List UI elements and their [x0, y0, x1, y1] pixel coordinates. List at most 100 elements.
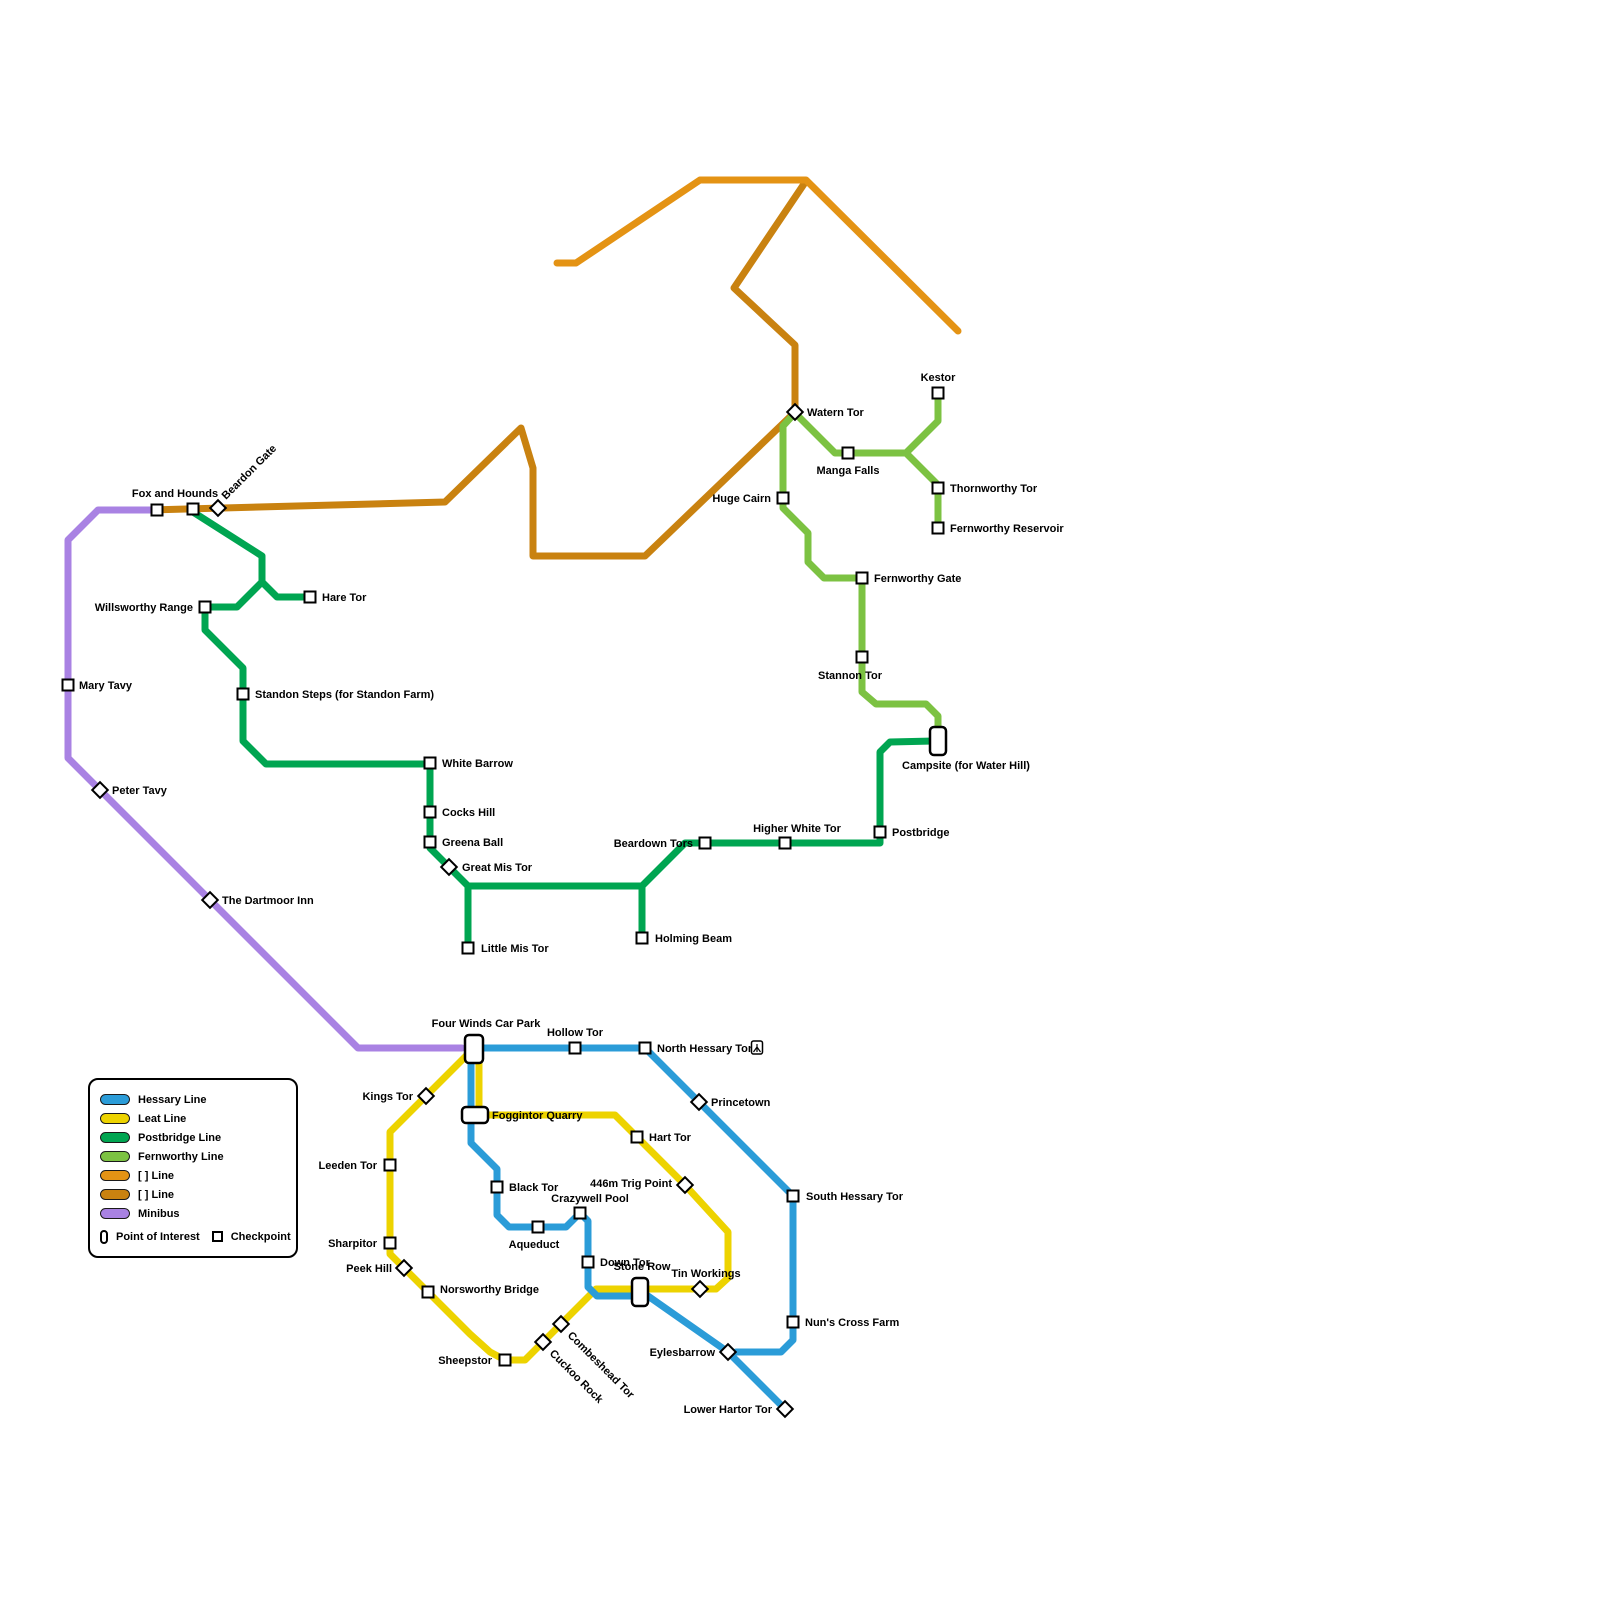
nuns-cross-farm-checkpoint-marker — [786, 1315, 800, 1329]
lower-hartor-tor-poi-marker — [775, 1399, 795, 1419]
leat-line-swatch — [100, 1113, 130, 1124]
four-winds-car-park-interchange-marker — [463, 1033, 485, 1065]
hart-tor-checkpoint-marker — [630, 1130, 644, 1144]
bracket-line-2-swatch — [100, 1189, 130, 1200]
postbridge-label: Postbridge — [892, 827, 949, 839]
fernworthy-reservoir-label: Fernworthy Reservoir — [950, 523, 1064, 535]
kestor-checkpoint-marker — [931, 386, 945, 400]
legend-row-bracket-line-2-5: [ ] Line — [100, 1185, 286, 1204]
manga-falls-checkpoint-marker — [841, 446, 855, 460]
willsworthy-range-label: Willsworthy Range — [95, 602, 193, 614]
norsworthy-bridge-checkpoint-marker — [421, 1285, 435, 1299]
mast-icon-antenna — [753, 1044, 761, 1053]
mary-tavy-label: Mary Tavy — [79, 680, 133, 692]
kings-tor-label: Kings Tor — [362, 1091, 413, 1103]
foggintor-quarry-label: Foggintor Quarry — [492, 1110, 583, 1122]
mary-tavy-checkpoint-marker — [61, 678, 75, 692]
fox-and-hounds-checkpoint-marker — [150, 503, 164, 517]
leeden-tor-checkpoint-marker — [383, 1158, 397, 1172]
cocks-hill-label: Cocks Hill — [442, 807, 495, 819]
greena-ball-label: Greena Ball — [442, 837, 503, 849]
bracket-line-1-swatch — [100, 1170, 130, 1181]
eylesbarrow-label: Eylesbarrow — [650, 1347, 716, 1359]
fox-and-hounds-green-checkpoint-marker — [186, 502, 200, 516]
checkpoint-icon — [211, 1231, 223, 1242]
huge-cairn-label: Huge Cairn — [712, 493, 771, 505]
beardon-gate-poi-marker — [208, 498, 228, 518]
hollow-tor-checkpoint-marker — [568, 1041, 582, 1055]
beardon-gate-label: Beardon Gate — [220, 443, 279, 502]
watern-tor-poi-marker — [785, 402, 805, 422]
aqueduct-checkpoint-marker — [531, 1220, 545, 1234]
holming-beam-label: Holming Beam — [655, 933, 732, 945]
the-dartmoor-inn-poi-marker — [200, 890, 220, 910]
princetown-label: Princetown — [711, 1097, 771, 1109]
bracket-line-2-path-0 — [146, 177, 810, 560]
manga-falls-label: Manga Falls — [817, 465, 880, 477]
kestor-label: Kestor — [921, 372, 957, 384]
postbridge-line-path-1 — [201, 578, 938, 890]
white-barrow-label: White Barrow — [442, 758, 513, 770]
stone-row-label: Stone Row — [614, 1261, 671, 1273]
checkpoint-legend-label: Checkpoint — [230, 1230, 291, 1243]
postbridge-line-swatch — [100, 1132, 130, 1143]
huge-cairn-checkpoint-marker — [776, 491, 790, 505]
peter-tavy-poi-marker — [90, 780, 110, 800]
sharpitor-label: Sharpitor — [328, 1238, 378, 1250]
postbridge-line-path-0 — [189, 508, 314, 601]
lower-hartor-tor-label: Lower Hartor Tor — [684, 1404, 773, 1416]
crazywell-pool-label: Crazywell Pool — [551, 1193, 629, 1205]
leat-line-path-0 — [386, 1049, 732, 1364]
cuckoo-rock-poi-marker — [533, 1332, 553, 1352]
legend-row-postbridge-line-2: Postbridge Line — [100, 1128, 286, 1147]
princetown-poi-marker — [689, 1092, 709, 1112]
peek-hill-poi-marker — [394, 1258, 414, 1278]
tin-workings-poi-marker — [690, 1279, 710, 1299]
kings-tor-poi-marker — [416, 1086, 436, 1106]
aqueduct-label: Aqueduct — [509, 1239, 560, 1251]
thornworthy-tor-label: Thornworthy Tor — [950, 483, 1038, 495]
fernworthy-reservoir-checkpoint-marker — [931, 521, 945, 535]
legend-marker-row: Point of Interest Checkpoint — [100, 1227, 291, 1246]
eylesbarrow-poi-marker — [718, 1342, 738, 1362]
hare-tor-checkpoint-marker — [303, 590, 317, 604]
trig-point-446m-poi-marker — [675, 1175, 695, 1195]
fernworthy-line-legend-label: Fernworthy Line — [138, 1150, 224, 1163]
black-tor-checkpoint-marker — [490, 1180, 504, 1194]
postbridge-line-legend-label: Postbridge Line — [138, 1131, 222, 1144]
bracket-line-1-path-0 — [553, 176, 962, 335]
sheepstor-label: Sheepstor — [438, 1355, 493, 1367]
hart-tor-label: Hart Tor — [649, 1132, 692, 1144]
greena-ball-checkpoint-marker — [423, 835, 437, 849]
combeshead-tor-poi-marker — [551, 1314, 571, 1334]
little-mis-tor-checkpoint-marker — [461, 941, 475, 955]
bracket-line-2-legend-label: [ ] Line — [138, 1188, 175, 1201]
sharpitor-checkpoint-marker — [383, 1236, 397, 1250]
south-hessary-tor-label: South Hessary Tor — [806, 1191, 904, 1203]
cocks-hill-checkpoint-marker — [423, 805, 437, 819]
beardown-tors-checkpoint-marker — [698, 836, 712, 850]
minibus-path-0 — [64, 506, 466, 1052]
black-tor-label: Black Tor — [509, 1182, 559, 1194]
fernworthy-line-swatch — [100, 1151, 130, 1162]
legend-row-fernworthy-line-3: Fernworthy Line — [100, 1147, 286, 1166]
minibus-swatch — [100, 1208, 130, 1219]
hollow-tor-label: Hollow Tor — [547, 1027, 604, 1039]
hessary-line-legend-label: Hessary Line — [138, 1093, 207, 1106]
campsite-for-water-hill-label: Campsite (for Water Hill) — [902, 760, 1030, 772]
standon-steps-label: Standon Steps (for Standon Farm) — [255, 689, 434, 701]
north-hessary-tor-label: North Hessary Tor — [657, 1043, 753, 1055]
fox-and-hounds-label: Fox and Hounds — [132, 488, 218, 500]
higher-white-tor-label: Higher White Tor — [753, 823, 842, 835]
minibus-legend-label: Minibus — [138, 1207, 180, 1220]
fernworthy-line-path-0 — [791, 391, 942, 457]
legend-point-of-interest: Point of Interest — [100, 1229, 200, 1244]
legend-row-minibus-6: Minibus — [100, 1204, 286, 1223]
sheepstor-checkpoint-marker — [498, 1353, 512, 1367]
hessary-line-swatch — [100, 1094, 130, 1105]
tin-workings-label: Tin Workings — [671, 1268, 740, 1280]
fernworthy-gate-checkpoint-marker — [855, 571, 869, 585]
beardown-tors-label: Beardown Tors — [614, 838, 693, 850]
hare-tor-label: Hare Tor — [322, 592, 367, 604]
